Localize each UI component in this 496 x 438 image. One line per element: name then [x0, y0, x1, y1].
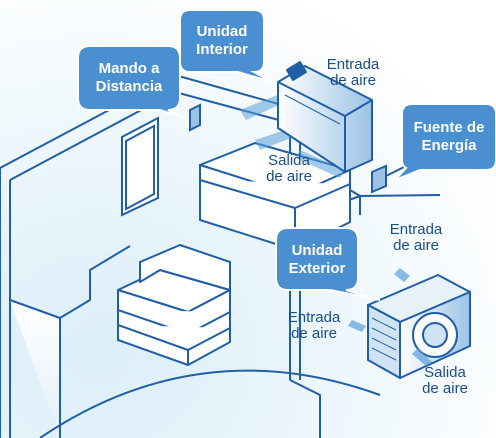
- outdoor-callout: [275, 227, 381, 301]
- indoor-unit: [277, 61, 373, 173]
- floor-curve: [39, 369, 381, 438]
- outdoor-callout-text: Unidad Exterior: [288, 242, 346, 277]
- callout-bubbles: [77, 9, 496, 301]
- outdoor-airflow: [348, 268, 432, 366]
- indoor-callout: [179, 9, 273, 83]
- remote-control: [189, 103, 201, 132]
- indoor-callout-text: Unidad Interior: [196, 23, 248, 58]
- remote-callout-text: Mando a Distancia: [95, 60, 163, 95]
- indoor-intake-label: Entrada de aire: [326, 56, 380, 89]
- room-walls: [0, 74, 441, 438]
- outdoor-intake-left-label: Entrada de aire: [287, 309, 341, 342]
- indoor-outlet-label: Salida de aire: [266, 152, 312, 185]
- armchair: [117, 244, 231, 366]
- power-callout-text: Fuente de Energía: [413, 119, 485, 154]
- outdoor-outlet-label: Salida de aire: [422, 364, 468, 397]
- outdoor-intake-top-label: Entrada de aire: [389, 221, 443, 254]
- outdoor-unit: [367, 274, 471, 379]
- wall-window: [121, 116, 159, 217]
- remote-callout: [77, 45, 186, 119]
